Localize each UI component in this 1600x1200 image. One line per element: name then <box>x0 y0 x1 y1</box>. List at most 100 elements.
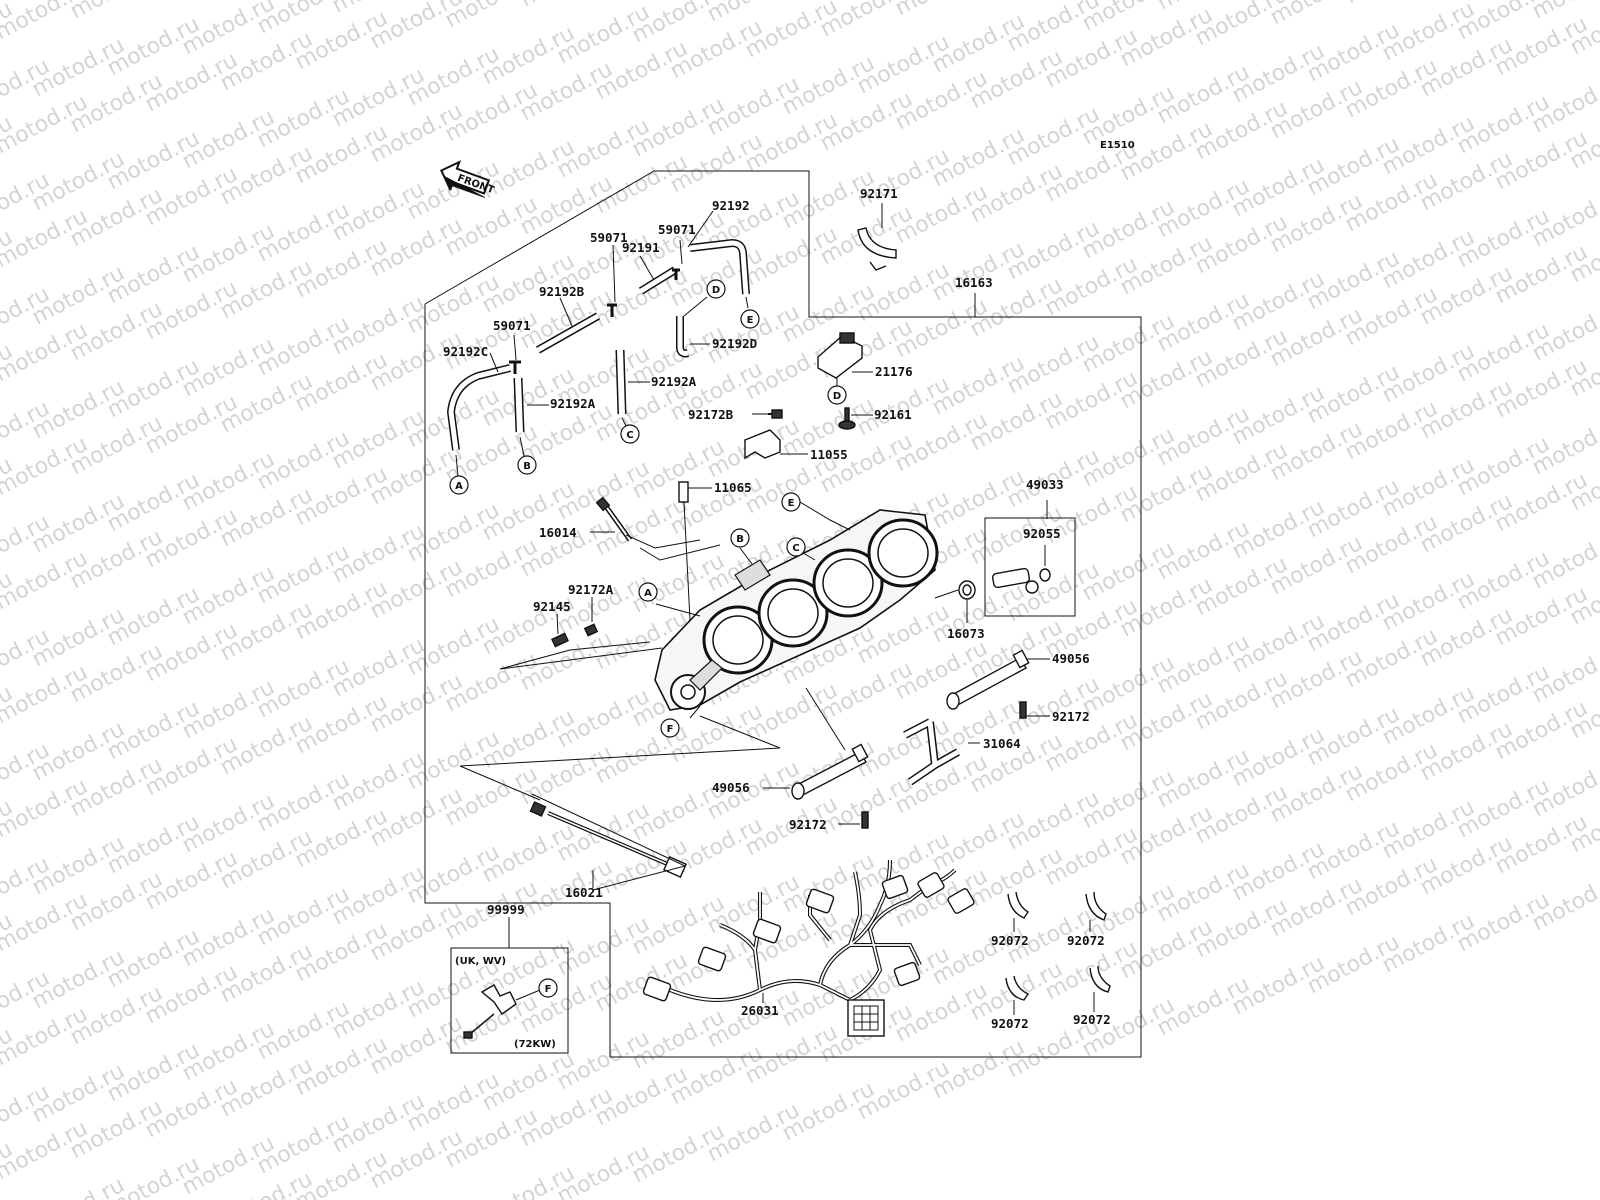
callout-59071-b: 59071 <box>590 230 628 245</box>
leader <box>459 715 781 767</box>
harness-connector-5 <box>881 874 909 900</box>
svg-text:F: F <box>545 984 552 995</box>
callout-49056-lower: 49056 <box>712 780 750 795</box>
hose-92192d <box>676 316 690 358</box>
bolt-92172b <box>768 409 783 419</box>
hose-92192c <box>446 364 511 451</box>
leader <box>559 297 573 327</box>
leader <box>499 641 651 670</box>
harness-connector-3 <box>752 918 782 944</box>
callout-49033: 49033 <box>1026 477 1064 492</box>
svg-text:A: A <box>455 481 463 492</box>
harness-connector-1 <box>642 976 672 1002</box>
screw-92172-lower <box>861 811 869 829</box>
marker-e-throttle: E <box>781 492 801 512</box>
leader <box>805 687 846 751</box>
callout-59071-a: 59071 <box>658 222 696 237</box>
bracket-92171 <box>857 227 897 271</box>
leader <box>621 417 627 427</box>
callout-92055: 92055 <box>1023 526 1061 541</box>
callout-92192a-left: 92192A <box>550 396 596 411</box>
callout-11055: 11055 <box>810 447 848 462</box>
marker-d-sensor: D <box>827 385 847 405</box>
hose-92192 <box>689 238 750 295</box>
callout-16073: 16073 <box>947 626 985 641</box>
hose-92192a-right <box>615 349 627 415</box>
marker-d-hose: D <box>706 279 726 299</box>
svg-text:C: C <box>626 430 633 441</box>
leader <box>515 989 541 1001</box>
marker-b-throttle: B <box>730 528 750 548</box>
leader <box>655 603 701 617</box>
callout-92192b: 92192B <box>539 284 585 299</box>
callout-92172-upper: 92172 <box>1052 709 1090 724</box>
throttle-bore-2 <box>757 578 829 648</box>
callout-21176: 21176 <box>875 364 913 379</box>
tee-joint-59071-a <box>672 268 680 280</box>
throttle-body-assembly <box>654 509 939 711</box>
sensor-21176 <box>817 332 863 379</box>
sensor-16021 <box>529 801 687 878</box>
marker-f-inset: F <box>538 978 558 998</box>
tee-joint-59071-b <box>607 303 617 317</box>
leader <box>455 454 459 477</box>
harness-connector-main <box>847 999 885 1037</box>
screw-92172-upper <box>1019 701 1027 719</box>
screw-16014 <box>595 496 633 542</box>
front-arrow-icon: FRONT <box>439 160 496 198</box>
leader <box>519 436 525 457</box>
svg-text:D: D <box>833 391 841 402</box>
callout-99999: 99999 <box>487 902 525 917</box>
clamp-92072-3 <box>1005 975 1030 1001</box>
harness-connector-8 <box>893 961 921 987</box>
harness-connector-6 <box>917 872 945 898</box>
callout-92072-3: 92072 <box>991 1016 1029 1031</box>
leader <box>499 647 663 670</box>
leader <box>556 613 559 635</box>
watermark-text: motod.ru <box>141 0 242 3</box>
throttle-bore-1 <box>702 605 774 675</box>
leader <box>489 352 499 373</box>
bolt-92161 <box>838 407 856 430</box>
marker-f-throttle: F <box>660 718 680 738</box>
clamp-92072-4 <box>1089 965 1111 993</box>
marker-c-hose: C <box>620 424 640 444</box>
svg-text:E: E <box>747 315 754 326</box>
leader <box>799 501 851 531</box>
leader <box>934 589 959 599</box>
watermark-text: motod.ru <box>66 0 167 24</box>
leader <box>689 705 701 719</box>
watermark-text: motod.ru <box>1341 0 1442 9</box>
marker-c-throttle: C <box>786 537 806 557</box>
leader <box>683 501 691 621</box>
callout-16163: 16163 <box>955 275 993 290</box>
callout-11065: 11065 <box>714 480 752 495</box>
fuel-rail-49056-lower <box>791 743 869 800</box>
injector-kit-frame <box>984 517 1076 617</box>
watermark-text: motod.ru <box>516 0 617 12</box>
callout-16014: 16014 <box>539 525 577 540</box>
sensor-99999 <box>463 984 517 1039</box>
svg-text:B: B <box>523 461 531 472</box>
harness-connector-2 <box>697 946 727 972</box>
callout-92072-1: 92072 <box>991 933 1029 948</box>
callout-92192: 92192 <box>712 198 750 213</box>
hose-92192b <box>536 312 600 354</box>
leader <box>683 296 708 317</box>
svg-text:D: D <box>712 285 720 296</box>
svg-text:F: F <box>667 724 674 735</box>
leader <box>531 793 687 891</box>
marker-e-hose: E <box>740 309 760 329</box>
callout-92171: 92171 <box>860 186 898 201</box>
marker-b-hose: B <box>517 455 537 475</box>
callout-92191: 92191 <box>622 240 660 255</box>
callout-92172-lower: 92172 <box>789 817 827 832</box>
clamp-92072-1 <box>1007 891 1029 919</box>
inset-power-note: (72KW) <box>514 1039 556 1050</box>
callout-92172a: 92172A <box>568 582 614 597</box>
main-frame-outline <box>424 170 1142 1058</box>
watermark-text: motod.ru <box>891 0 992 21</box>
callout-92192c: 92192C <box>443 344 488 359</box>
leader <box>745 296 749 309</box>
callout-92072-2: 92072 <box>1067 933 1105 948</box>
